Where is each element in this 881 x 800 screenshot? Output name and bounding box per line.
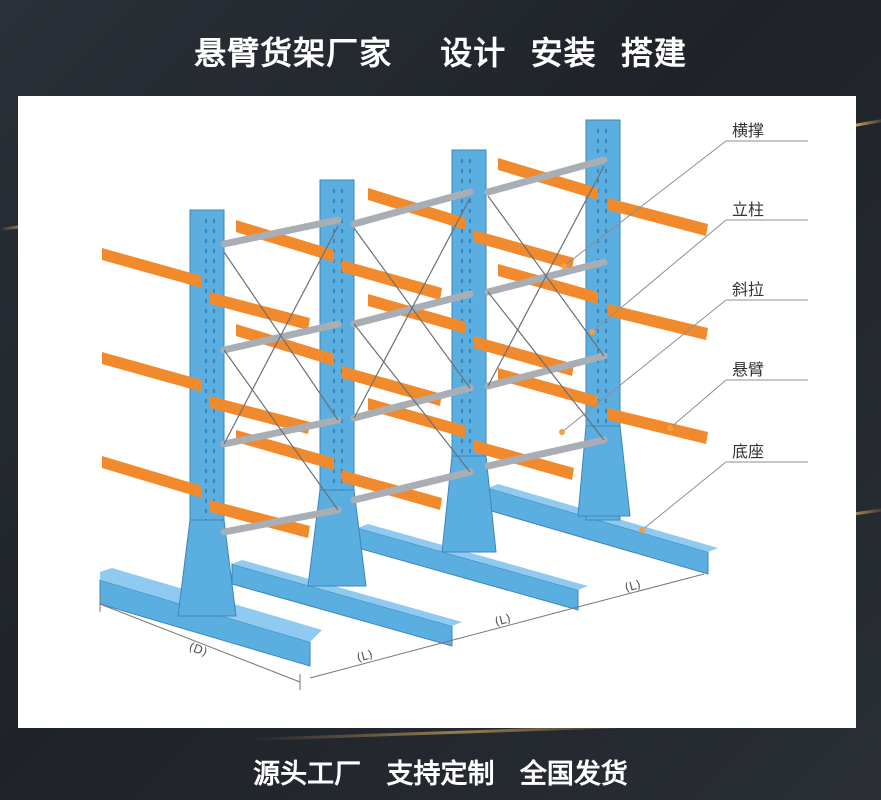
- leader-lines: [561, 140, 808, 531]
- dimension-length-1: (L): [355, 647, 374, 665]
- dimension-length-2: (L): [493, 611, 512, 629]
- dimension-lines: [99, 573, 705, 690]
- leader-dots: [559, 263, 673, 533]
- rack-frame-4: [487, 119, 718, 575]
- footer-slogan-3: 全国发货: [519, 759, 628, 790]
- rack-frame-3: [357, 149, 588, 611]
- brace-set-3-4: [484, 156, 608, 470]
- cantilever-rack-diagram: 横撑 立柱 斜拉 悬臂 底座 (D) (L) (L) (L): [99, 119, 808, 690]
- diagonal-set-2-3: [353, 197, 471, 473]
- footer-banner: 源头工厂 支持定制 全国发货: [0, 752, 881, 791]
- label-arm: 悬臂: [732, 360, 764, 379]
- rack-frame-2: [231, 179, 462, 647]
- header-banner: 悬臂货架厂家 设计 安装 搭建: [0, 28, 881, 74]
- header-services: 设计 安装 搭建: [440, 34, 687, 72]
- footer-slogan-1: 源头工厂: [253, 759, 362, 790]
- label-brace: 横撑: [732, 121, 764, 140]
- label-base: 底座: [732, 442, 764, 461]
- dimension-depth: (D): [187, 640, 209, 660]
- diagonal-set-3-4: [487, 165, 605, 441]
- rack-frame-1: [99, 209, 322, 667]
- diagram-panel: 横撑 立柱 斜拉 悬臂 底座 (D) (L) (L) (L): [18, 96, 856, 728]
- label-column: 立柱: [732, 200, 764, 219]
- diagonal-set-1-2: [223, 225, 339, 511]
- dimension-length-3: (L): [623, 577, 642, 595]
- label-diagonal: 斜拉: [732, 280, 764, 299]
- footer-slogan-2: 支持定制: [386, 759, 495, 790]
- brace-set-1-2: [220, 216, 342, 536]
- header-title: 悬臂货架厂家: [194, 34, 393, 72]
